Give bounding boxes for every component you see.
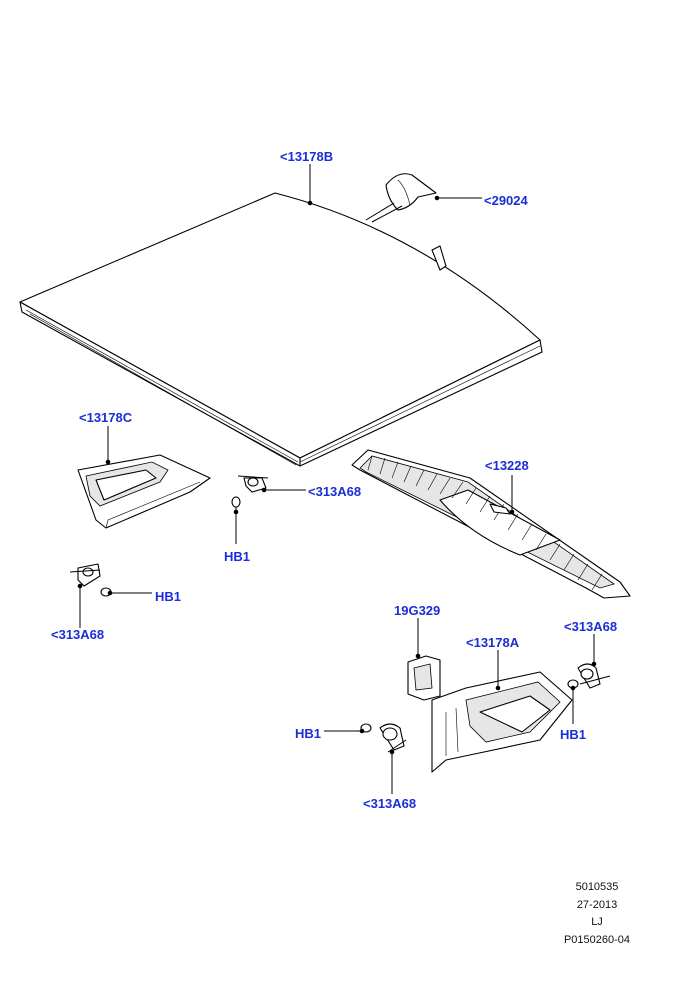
callout-13178c: <13178C — [79, 410, 133, 425]
callout-13228: <13228 — [485, 458, 529, 473]
callout-hb1-upper: HB1 — [224, 549, 250, 564]
part-19g329 — [407, 655, 441, 701]
callout-313a68-left: <313A68 — [51, 627, 104, 642]
parcel-shelf — [19, 192, 543, 467]
trim-panel-13178a — [431, 671, 573, 773]
callout-313a68-upper: <313A68 — [308, 484, 361, 499]
callout-hb1-lower: HB1 — [295, 726, 321, 741]
callout-313a68-right: <313A68 — [564, 619, 617, 634]
reference-number: 5010535 — [576, 881, 619, 893]
callout-313a68-lower: <313A68 — [363, 796, 416, 811]
clip-313a68-left — [69, 563, 101, 587]
callout-29024: <29024 — [484, 193, 529, 208]
reference-initials: LJ — [591, 916, 603, 928]
callout-13178a: <13178A — [466, 635, 520, 650]
callout-hb1-right: HB1 — [560, 727, 586, 742]
clip-29024 — [365, 173, 437, 223]
clip-313a68-lower — [379, 723, 407, 753]
trim-panel-13178c — [77, 454, 211, 529]
clip-313a68-upper — [237, 475, 269, 493]
reference-block: 5010535 27-2013 LJ P0150260-04 — [564, 881, 630, 946]
reference-date: 27-2013 — [577, 899, 617, 911]
leader-lines — [77, 164, 597, 794]
callout-parcel-shelf: <13178B — [280, 149, 333, 164]
reference-drawing-id: P0150260-04 — [564, 934, 630, 946]
clip-313a68-right — [577, 663, 611, 689]
callout-hb1-left: HB1 — [155, 589, 181, 604]
callout-19g329: 19G329 — [394, 603, 440, 618]
scuff-plate-13228 — [351, 449, 631, 599]
